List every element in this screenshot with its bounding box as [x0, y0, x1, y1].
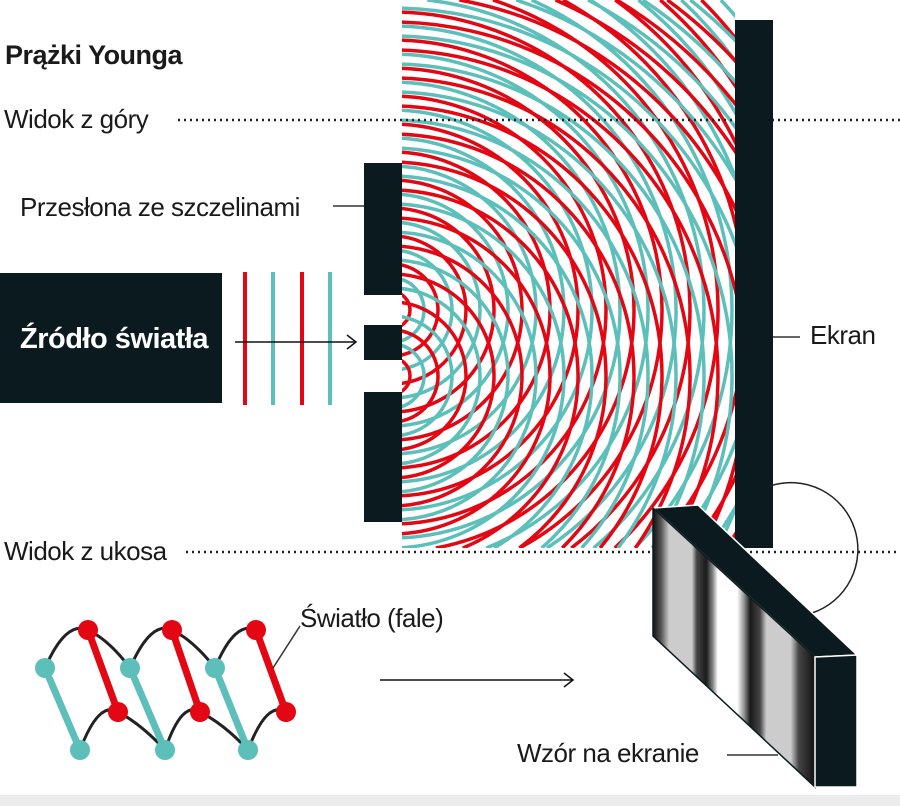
wave-arc: [402, 359, 412, 393]
wave-arc: [515, 0, 735, 182]
wave-arc: [402, 24, 678, 548]
wave-arc: [402, 300, 468, 452]
wave-arc: [402, 244, 524, 508]
wave-arc: [614, 0, 735, 548]
wave-arc: [402, 286, 482, 466]
wave-arc: [637, 0, 735, 548]
wave-arc: [402, 20, 735, 548]
wave-arc: [402, 62, 706, 548]
wave-arc: [402, 104, 664, 548]
wave-arc: [530, 0, 734, 548]
wave-arc: [402, 202, 566, 548]
top-view-label: Widok z góry: [4, 104, 149, 134]
rotation-arc: [769, 481, 859, 614]
wave-arc: [666, 0, 735, 64]
wave-arc: [402, 220, 482, 400]
wave-arc: [402, 174, 594, 548]
wave-arc: [402, 118, 650, 548]
light-waves-label: Światło (fale): [300, 603, 444, 633]
wave-arc: [402, 272, 496, 480]
wave-arc: [402, 48, 720, 548]
arrow-icon: [235, 334, 358, 350]
wave-arc: [402, 188, 580, 548]
wave-arc: [402, 258, 510, 494]
wave-arc: [402, 90, 678, 548]
wave-arc: [402, 206, 496, 414]
wave-arc: [402, 132, 636, 548]
wave-arc: [402, 315, 454, 437]
wave-arc: [589, 0, 735, 548]
wave-arc: [402, 230, 538, 522]
incoming-wavefronts: [243, 272, 332, 405]
light-wave-helix: [35, 620, 296, 760]
screen-3d: [651, 504, 859, 789]
wave-arc: [402, 6, 735, 548]
wave-arc: [402, 34, 734, 548]
screen: [735, 20, 773, 548]
slit-barrier: [364, 163, 402, 522]
screen-label: Ekran: [810, 320, 876, 350]
wave-arc: [402, 293, 412, 327]
wave-arc: [759, 0, 872, 548]
oblique-view-label: Widok z ukosa: [4, 536, 167, 566]
light-leader: [272, 625, 301, 669]
wave-arc: [402, 343, 426, 409]
wave-arc: [587, 0, 735, 130]
light-source-label: Źródło światła: [20, 323, 208, 355]
wave-arc: [402, 146, 622, 548]
light-source-box: [0, 273, 222, 403]
wave-arc: [402, 38, 664, 548]
wave-arc: [402, 76, 692, 548]
direction-arrow-icon: [380, 672, 575, 688]
wave-arc: [562, 0, 735, 548]
wave-arc: [459, 0, 735, 548]
wave-arc: [554, 0, 735, 155]
wave-arc: [402, 329, 440, 423]
bottom-band: [0, 795, 900, 806]
wave-arc: [402, 216, 552, 536]
barrier-label: Przesłona ze szczelinami: [20, 192, 300, 222]
wave-arc: [402, 160, 608, 548]
screen-pattern-label: Wzór na ekranie: [517, 738, 699, 768]
wave-arc: [615, 0, 735, 107]
page-title: Prążki Younga: [5, 40, 183, 70]
wave-arc: [641, 0, 735, 85]
wave-arc: [402, 192, 510, 428]
interference-waves: [402, 0, 872, 548]
